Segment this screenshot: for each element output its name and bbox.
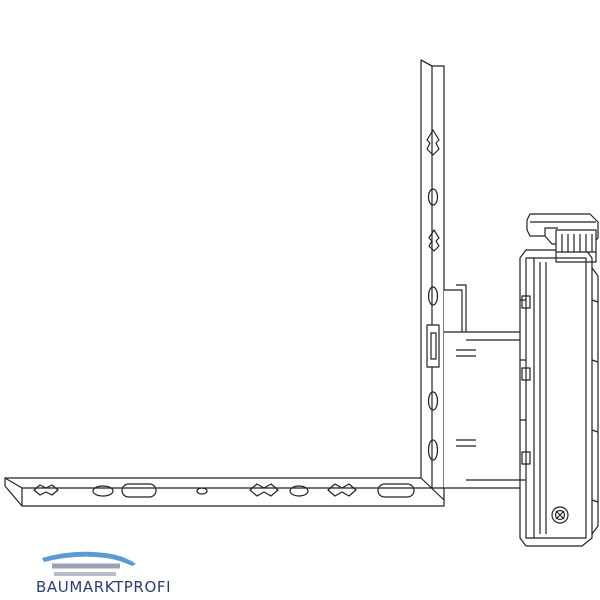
- hinge-body: [519, 249, 599, 547]
- hinge-pins: [444, 284, 523, 489]
- rect-slot: [426, 324, 440, 368]
- clip-detail: [327, 483, 357, 497]
- round-hole: [92, 485, 114, 497]
- clip-detail: [426, 129, 440, 156]
- clip-detail: [33, 484, 59, 496]
- brand-name: BAUMARKTPROFI: [36, 578, 172, 596]
- horizontal-leg: [4, 477, 445, 507]
- round-hole: [427, 439, 439, 461]
- hinge-cap: [526, 213, 599, 263]
- body-notch: [521, 367, 531, 381]
- rect-slot-inner: [430, 332, 437, 360]
- body-notch: [521, 451, 531, 465]
- vertical-leg: [420, 59, 445, 501]
- clip-detail: [249, 483, 279, 497]
- brand-logo: BAUMARKTPROFI: [36, 548, 171, 598]
- round-hole: [427, 391, 439, 411]
- clip-detail: [428, 229, 440, 252]
- round-hole: [289, 485, 309, 497]
- round-hole: [427, 286, 439, 306]
- long-slot: [121, 483, 157, 498]
- screw-inner: [554, 509, 566, 521]
- body-notch: [521, 295, 531, 309]
- small-hole: [196, 487, 208, 495]
- long-slot: [377, 483, 415, 498]
- round-hole: [427, 188, 439, 206]
- roof-swoosh-icon: [42, 551, 136, 576]
